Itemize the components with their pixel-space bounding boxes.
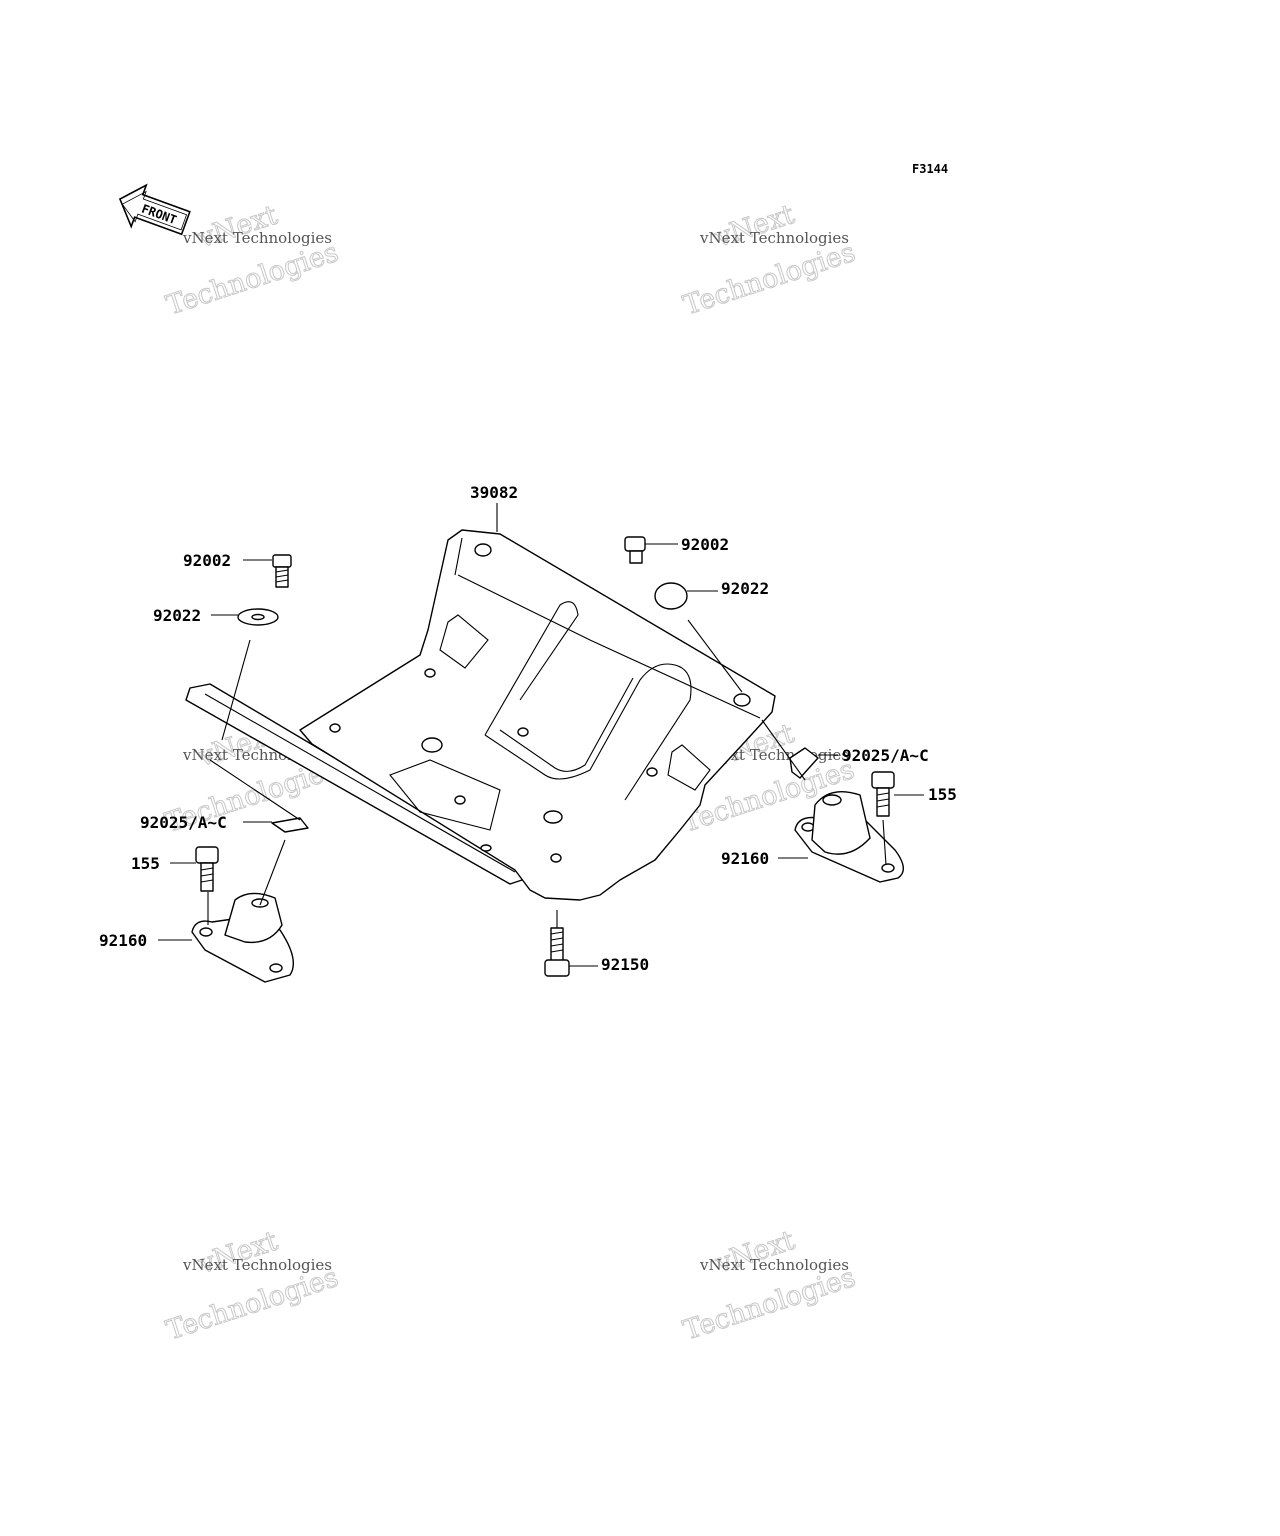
- svg-text:Technologies: Technologies: [680, 237, 860, 322]
- clip-92025-right: [789, 747, 819, 779]
- callout-92160-left: 92160: [99, 931, 147, 950]
- washer-92022-left: [237, 608, 279, 626]
- bolt-92002-right: [624, 536, 646, 564]
- svg-text:Technologies: Technologies: [163, 1262, 343, 1347]
- front-arrow-icon: FRONT: [118, 183, 191, 236]
- callout-92160-right: 92160: [721, 849, 769, 868]
- svg-text:Technologies: Technologies: [163, 237, 343, 322]
- watermark-bottom-right: vNext vNext Technologies Technologies: [679, 1224, 860, 1347]
- frame-plate-39082: [185, 529, 776, 901]
- svg-text:Technologies: Technologies: [680, 1262, 860, 1347]
- engine-mount-92160-left: [191, 892, 294, 983]
- callout-92025-left: 92025/A~C: [140, 813, 227, 832]
- callout-92002-left: 92002: [183, 551, 231, 570]
- svg-text:vNext Technologies: vNext Technologies: [699, 1256, 849, 1274]
- watermark-top-left: vNext vNext Technologies Technologies: [162, 199, 343, 322]
- washer-92022-right: [654, 582, 688, 610]
- bolt-92002-left: [272, 554, 292, 588]
- callout-92022-right: 92022: [721, 579, 769, 598]
- leader-lines: [158, 503, 924, 967]
- engine-mount-92160-right: [794, 791, 904, 883]
- callout-155-left: 155: [131, 854, 160, 873]
- clip-92025-left: [271, 817, 309, 833]
- callout-92022-left: 92022: [153, 606, 201, 625]
- svg-text:vNext Technologies: vNext Technologies: [182, 1256, 332, 1274]
- callout-92025-right: 92025/A~C: [842, 746, 929, 765]
- callout-155-right: 155: [928, 785, 957, 804]
- bolt-155-right: [871, 771, 895, 817]
- callout-92150: 92150: [601, 955, 649, 974]
- watermark-bottom-left: vNext vNext Technologies Technologies: [162, 1225, 343, 1347]
- svg-text:vNext Technologies: vNext Technologies: [699, 229, 849, 247]
- callout-92002-right: 92002: [681, 535, 729, 554]
- bolt-92150: [544, 927, 570, 977]
- figure-id: F3144: [912, 162, 948, 176]
- svg-text:vNext Technologies: vNext Technologies: [182, 229, 332, 247]
- bolt-155-left: [195, 846, 219, 892]
- watermark-top-right: vNext vNext Technologies Technologies: [679, 198, 860, 322]
- callout-39082: 39082: [470, 483, 518, 502]
